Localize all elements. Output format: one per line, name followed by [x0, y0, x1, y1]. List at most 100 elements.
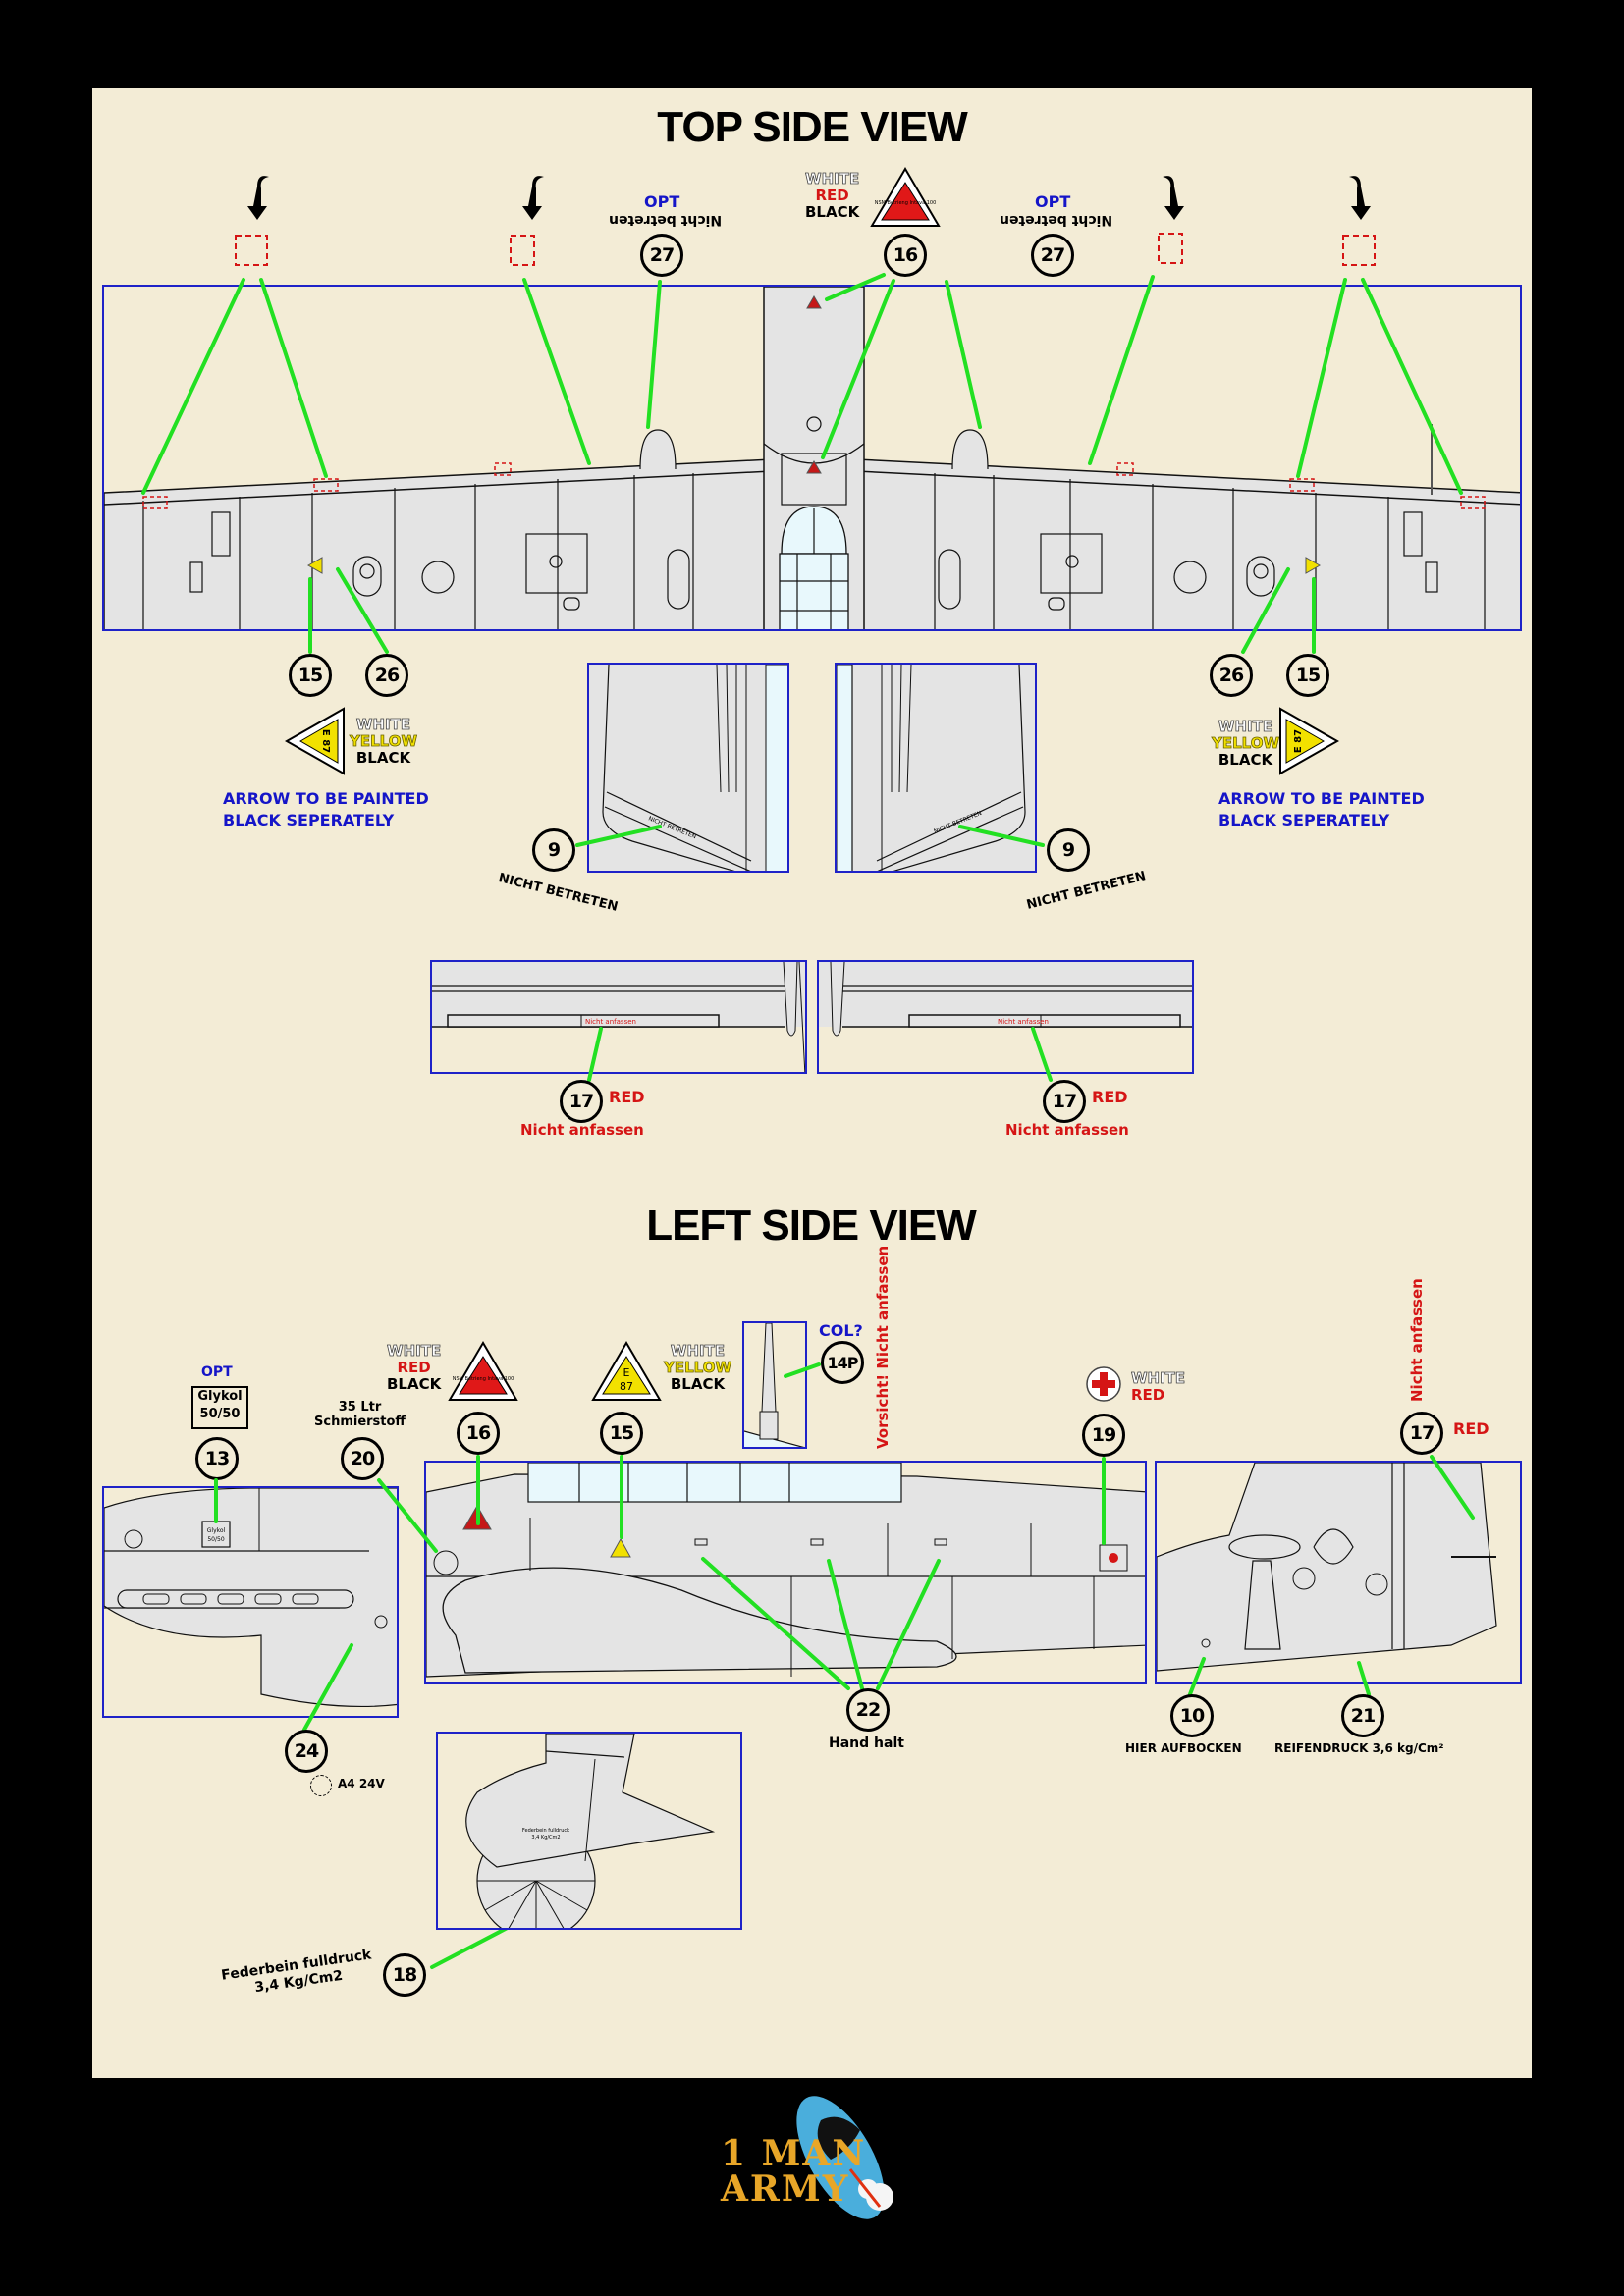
color-red: RED	[1131, 1386, 1165, 1404]
color-black: BLACK	[670, 1375, 726, 1393]
dashed-circle-icon	[310, 1775, 332, 1796]
nicht-anfassen-label-right: Nicht anfassen	[1005, 1121, 1129, 1139]
svg-text:E 87: E 87	[320, 729, 331, 753]
color-red: RED	[815, 187, 849, 204]
callout-15-side[interactable]: 15	[600, 1412, 643, 1455]
arrow-note-left: ARROW TO BE PAINTED BLACK SEPERATELY	[223, 788, 429, 831]
underwing-stencil-right: Nicht anfassen	[998, 1018, 1049, 1026]
svg-text:NSM Betrieng Intava 100: NSM Betrieng Intava 100	[875, 200, 937, 206]
antenna-panel	[742, 1321, 807, 1449]
svg-text:87: 87	[620, 1380, 633, 1393]
callout-16-top[interactable]: 16	[884, 234, 927, 277]
callout-10[interactable]: 10	[1170, 1694, 1214, 1737]
nose-stencil: Glykol	[207, 1527, 226, 1534]
underwing-panel-right: Nicht anfassen	[817, 960, 1194, 1074]
legend-15-side: WHITE YELLOW BLACK	[664, 1342, 732, 1393]
note-line: ARROW TO BE PAINTED	[1218, 789, 1425, 808]
logo-line-2: ARMY	[721, 2168, 850, 2210]
side-leader-lines	[214, 1362, 1475, 1969]
callout-26-right[interactable]: 26	[1210, 654, 1253, 697]
callout-14p[interactable]: 14P	[821, 1341, 864, 1384]
top-view-drawing	[235, 176, 1376, 266]
nicht-anfassen-label-left: Nicht anfassen	[520, 1121, 644, 1139]
callout-9-left[interactable]: 9	[532, 828, 575, 872]
callout-19[interactable]: 19	[1082, 1414, 1125, 1457]
callout-26-left[interactable]: 26	[365, 654, 408, 697]
top-view-panel	[102, 285, 1522, 631]
color-white: WHITE	[387, 1342, 442, 1360]
hier-aufbocken-label: HIER AUFBOCKEN	[1125, 1741, 1242, 1755]
legend-19: WHITE RED	[1131, 1369, 1186, 1404]
underwing-leader-lines	[587, 1027, 1053, 1082]
callout-16-side[interactable]: 16	[457, 1412, 500, 1455]
callout-17-side[interactable]: 17	[1400, 1412, 1443, 1455]
landing-gear-panel: Federbein fulldruck 3,4 Kg/Cm2	[436, 1732, 742, 1930]
warning-triangle-red-top: NSM Betrieng Intava 100	[870, 167, 941, 227]
callout-17-right[interactable]: 17	[1043, 1080, 1086, 1123]
callout-15-left[interactable]: 15	[289, 654, 332, 697]
note-line: BLACK SEPERATELY	[223, 811, 395, 829]
side-view-title: LEFT SIDE VIEW	[646, 1201, 977, 1250]
col-question-label: COL?	[819, 1321, 863, 1340]
callout-27-right[interactable]: 27	[1031, 234, 1074, 277]
arrow-note-right: ARROW TO BE PAINTED BLACK SEPERATELY	[1218, 788, 1425, 831]
color-white: WHITE	[1218, 718, 1273, 735]
color-red: RED	[397, 1359, 431, 1376]
hand-halt-label: Hand halt	[829, 1735, 904, 1751]
svg-text:E 87: E 87	[1293, 729, 1304, 753]
gear-stencil: Federbein fulldruck	[522, 1828, 569, 1834]
red-label-17-left: RED	[609, 1088, 645, 1106]
callout-9-right[interactable]: 9	[1047, 828, 1090, 872]
red-label-17-side: RED	[1453, 1419, 1489, 1438]
opt-label-right: OPT	[1035, 192, 1071, 211]
color-white: WHITE	[670, 1342, 726, 1360]
curved-arrow-icon	[1349, 176, 1371, 220]
flap-leader-lines	[575, 825, 1045, 847]
a4-24v-label: A4 24V	[338, 1777, 385, 1790]
reifendruck-label: REIFENDRUCK 3,6 kg/Cm²	[1274, 1741, 1444, 1755]
note-line: BLACK SEPERATELY	[1218, 811, 1390, 829]
curved-arrow-icon	[1163, 176, 1184, 220]
color-white: WHITE	[1131, 1369, 1186, 1387]
decal-placement-sheet: TOP SIDE VIEW	[92, 88, 1532, 2078]
color-white: WHITE	[355, 716, 411, 733]
curved-arrow-icon	[247, 176, 269, 220]
yellow-legend-left: WHITE YELLOW BLACK	[350, 716, 418, 767]
yellow-arrow-decals: E 87 E 87	[284, 707, 1340, 775]
callout-17-left[interactable]: 17	[560, 1080, 603, 1123]
glykol-line: 50/50	[199, 1407, 241, 1421]
callout-18[interactable]: 18	[383, 1953, 426, 1997]
callout-24[interactable]: 24	[285, 1730, 328, 1773]
dashed-marker-box	[1342, 235, 1376, 266]
color-yellow: YELLOW	[350, 732, 418, 750]
gear-stencil: 3,4 Kg/Cm2	[531, 1835, 560, 1841]
svg-text:E: E	[623, 1366, 630, 1379]
label-line: 35 Ltr	[338, 1400, 382, 1415]
callout-15-right[interactable]: 15	[1286, 654, 1329, 697]
opt-label-left: OPT	[644, 192, 680, 211]
dashed-marker-box	[510, 235, 535, 266]
nose-stencil: 50/50	[207, 1536, 224, 1543]
tail-panel	[1155, 1461, 1522, 1684]
color-yellow: YELLOW	[1212, 734, 1280, 752]
logo-line-1: 1 MAN	[721, 2133, 867, 2174]
callout-20[interactable]: 20	[341, 1437, 384, 1480]
color-black: BLACK	[387, 1375, 442, 1393]
label-line: Schmierstoff	[314, 1415, 406, 1429]
color-white: WHITE	[805, 170, 860, 187]
color-yellow: YELLOW	[664, 1359, 732, 1376]
glykol-box: Glykol 50/50	[191, 1386, 248, 1429]
nose-panel: Glykol 50/50	[102, 1486, 399, 1718]
note-line: ARROW TO BE PAINTED	[223, 789, 429, 808]
underwing-stencil-left: Nicht anfassen	[585, 1018, 636, 1026]
top-view-title: TOP SIDE VIEW	[657, 103, 967, 151]
callout-22[interactable]: 22	[846, 1688, 890, 1732]
curved-arrow-icon	[522, 176, 544, 220]
callout-21[interactable]: 21	[1341, 1694, 1384, 1737]
one-man-army-logo: 1 MAN ARMY	[713, 2096, 929, 2219]
legend-16-side: WHITE RED BLACK	[387, 1342, 442, 1393]
dashed-marker-box	[235, 235, 268, 266]
legend-16-top: WHITE RED BLACK	[805, 170, 860, 221]
callout-27-left[interactable]: 27	[640, 234, 683, 277]
schmierstoff-label: 35 Ltr Schmierstoff	[314, 1400, 406, 1429]
